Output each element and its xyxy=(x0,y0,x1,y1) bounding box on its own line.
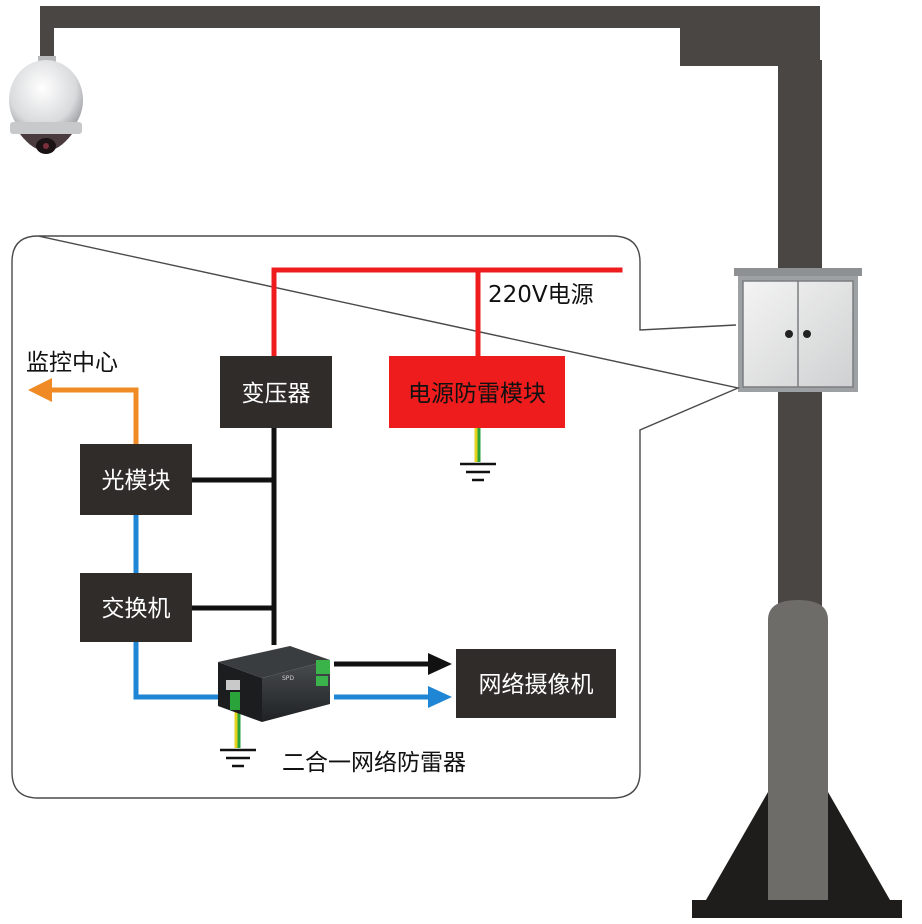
switch-label: 交换机 xyxy=(102,596,171,622)
optical-module-box xyxy=(80,444,192,515)
network-camera-box xyxy=(456,649,616,718)
fiber-line xyxy=(28,378,139,444)
callout-panel xyxy=(11,235,741,799)
power-surge-module-box xyxy=(389,356,565,428)
power-line xyxy=(271,267,623,359)
ground-icon xyxy=(220,712,256,768)
bus-line xyxy=(192,428,277,645)
network-camera-label: 网络摄像机 xyxy=(479,672,594,698)
power-arrow xyxy=(334,653,452,675)
monitoring-center-label: 监控中心 xyxy=(26,350,118,376)
optical-module-label: 光模块 xyxy=(102,468,171,494)
network-line xyxy=(133,515,452,708)
ground-icon xyxy=(460,428,496,482)
transformer-label: 变压器 xyxy=(242,381,311,407)
power-surge-module-label: 电源防雷模块 xyxy=(408,381,546,407)
cabinet-icon xyxy=(734,268,862,392)
svg-text:SPD: SPD xyxy=(282,675,294,682)
dome-camera-icon xyxy=(9,56,83,154)
switch-box xyxy=(80,573,192,642)
surge-protector-device-icon: SPD xyxy=(218,646,330,722)
surge-protector-label: 二合一网络防雷器 xyxy=(282,750,466,776)
power-source-label: 220V电源 xyxy=(488,282,594,308)
transformer-box xyxy=(220,356,332,428)
